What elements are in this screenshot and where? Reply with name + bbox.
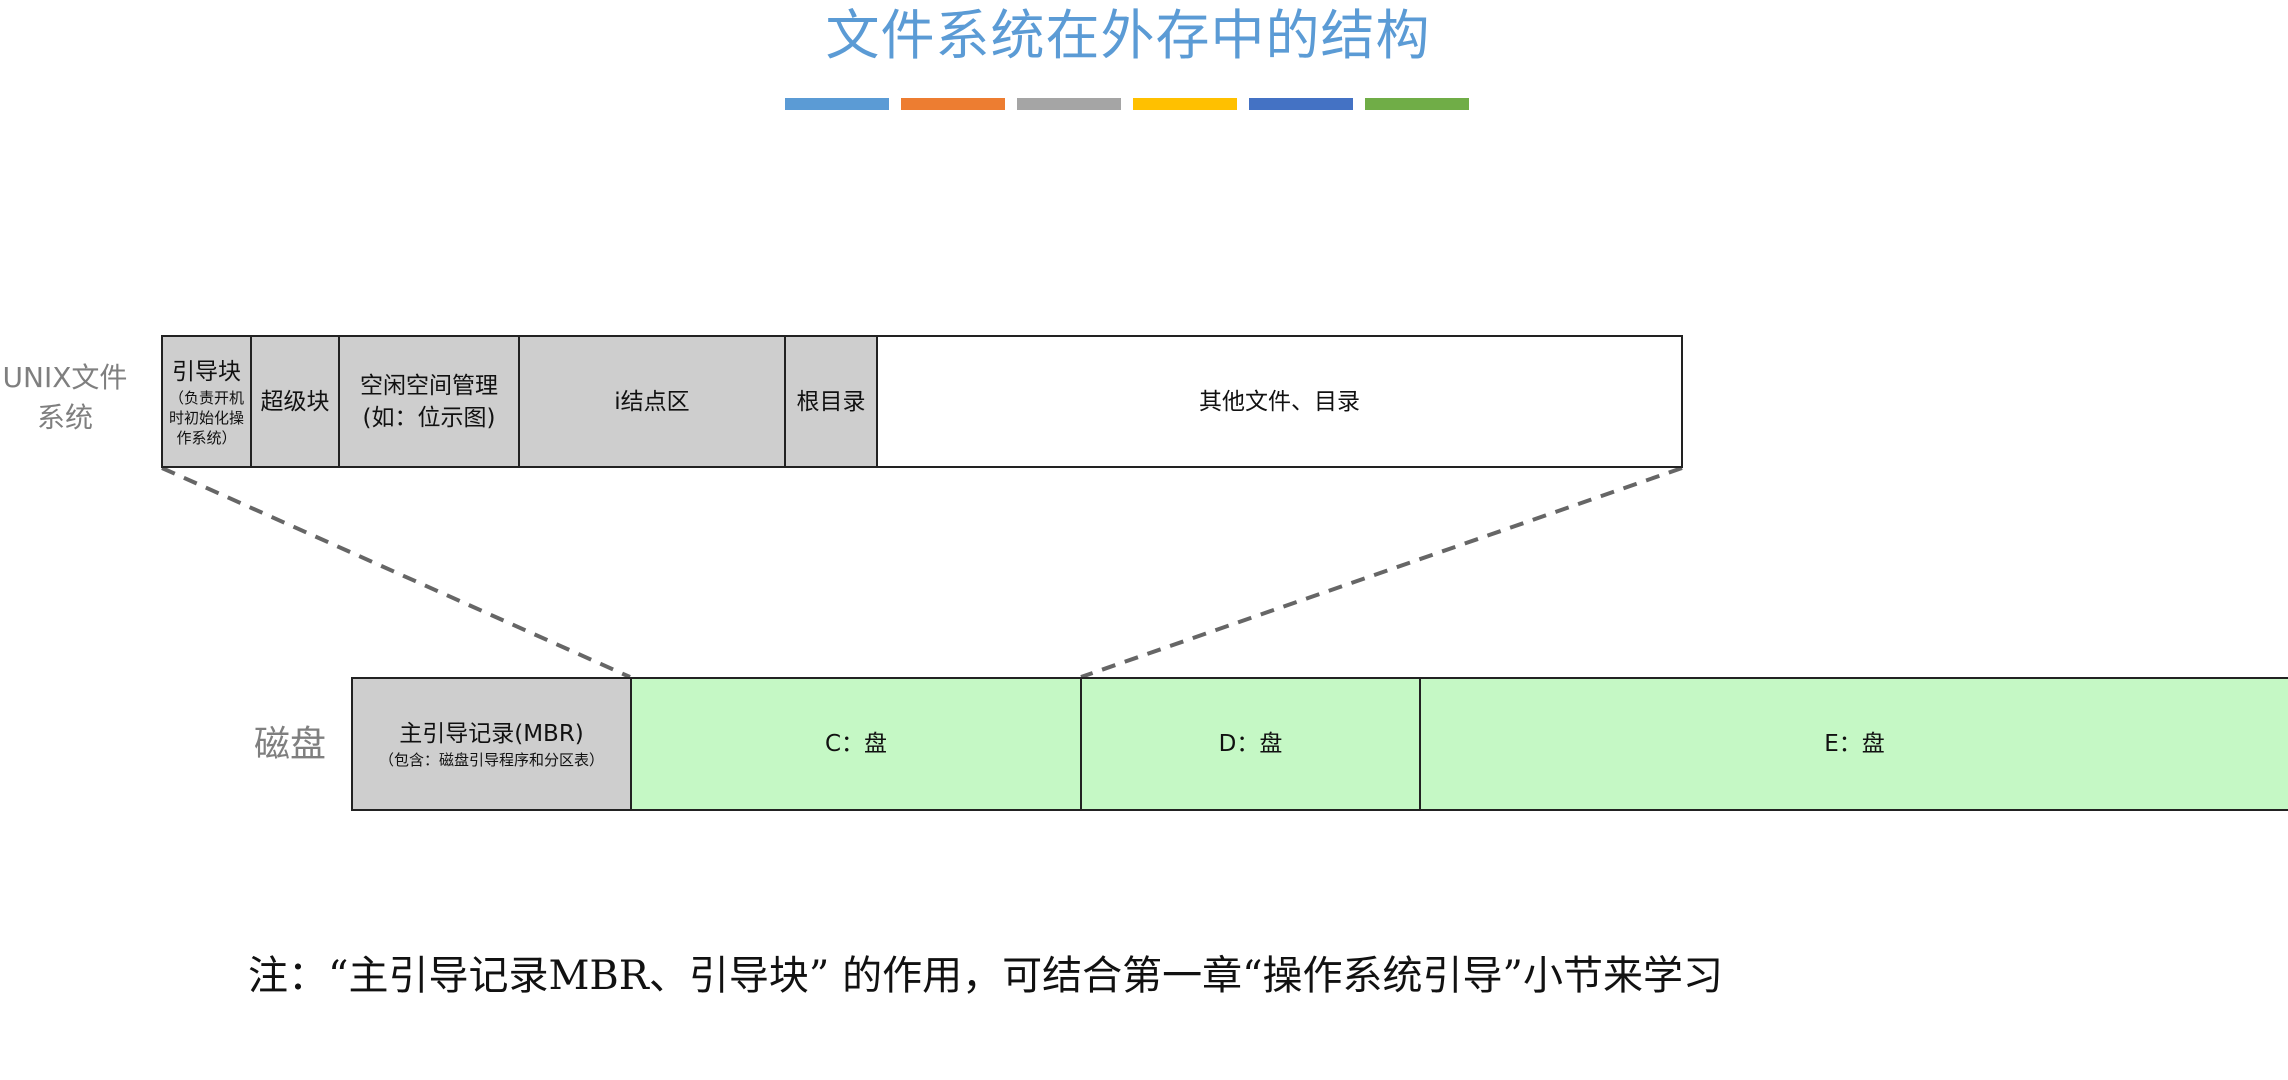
color-bar-5 [1249, 98, 1353, 110]
disk-label: 磁盘 [253, 724, 326, 765]
partition-e-title: E：盘 [1824, 731, 1885, 757]
root-directory: 根目录 [784, 335, 878, 468]
partition-e: E：盘 [1419, 677, 2288, 811]
other-files-directories: 其他文件、目录 [876, 335, 1683, 468]
free-space-title: 空闲空间管理 [360, 372, 498, 399]
other-files-title: 其他文件、目录 [1199, 388, 1360, 415]
color-bar-4 [1133, 98, 1237, 110]
footnote: 注：“主引导记录MBR、引导块” 的作用，可结合第一章“操作系统引导”小节来学习 [248, 953, 1723, 999]
color-bar-2 [901, 98, 1005, 110]
slide-title: 文件系统在外存中的结构 [825, 4, 1431, 67]
free-space-note: (如：位示图) [362, 404, 496, 431]
unix-fs-label: UNIX文件系统 [2, 361, 128, 434]
mbr-block: 主引导记录(MBR) （包含：磁盘引导程序和分区表） [351, 677, 632, 811]
super-block-title: 超级块 [260, 388, 330, 415]
partition-c-title: C：盘 [824, 731, 888, 757]
color-bar-6 [1365, 98, 1469, 110]
boot-block-note: （负责开机时初始化操作系统） [168, 388, 244, 447]
inode-area: i结点区 [518, 335, 786, 468]
connector-right [1080, 466, 1683, 679]
inode-area-title: i结点区 [614, 388, 690, 415]
root-directory-title: 根目录 [796, 388, 866, 415]
partition-d: D：盘 [1080, 677, 1421, 811]
connector-left [161, 466, 631, 679]
mbr-title: 主引导记录(MBR) [399, 721, 584, 747]
free-space-management: 空闲空间管理 (如：位示图) [338, 335, 520, 468]
mbr-note: （包含：磁盘引导程序和分区表） [378, 751, 604, 769]
boot-block-title: 引导块 [172, 358, 241, 385]
color-bar-3 [1017, 98, 1121, 110]
super-block: 超级块 [250, 335, 340, 468]
partition-d-title: D：盘 [1218, 731, 1283, 757]
color-bar-1 [785, 98, 889, 110]
boot-block: 引导块 （负责开机时初始化操作系统） [161, 335, 252, 468]
partition-c: C：盘 [630, 677, 1082, 811]
